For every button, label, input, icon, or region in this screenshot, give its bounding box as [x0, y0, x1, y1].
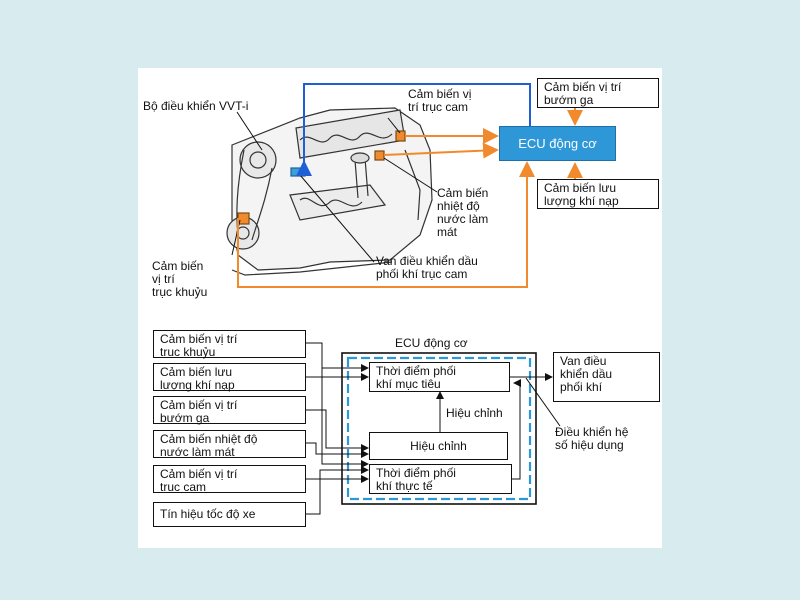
input-crank-box: Cảm biến vị trí trục khuỷu: [153, 330, 306, 359]
output-ocv-box: Van điều khiển dầu phối khí: [553, 352, 660, 402]
airflow-sensor-box: Cảm biến lưu lượng khí nạp: [537, 179, 659, 209]
throttle-sensor-box: Cảm biến vị trí bướm ga: [537, 78, 659, 108]
coolant-sensor-label: Cảm biến nhiệt độ nước làm mát: [437, 186, 489, 239]
ocv-label: Van điều khiển dầu phối khí trục cam: [376, 254, 478, 281]
input-throttle-box: Cảm biến vị trí bướm ga: [153, 396, 306, 425]
actual-timing-box: Thời điểm phối khí thực tế: [369, 464, 512, 494]
duty-control-label: Điều khiển hệ số hiệu dụng: [555, 425, 629, 452]
correction-box: Hiệu chỉnh: [369, 432, 508, 460]
input-coolant-box: Cảm biến nhiệt độ nước làm mát: [153, 430, 306, 459]
input-cam-box: Cảm biến vị trí trục cam: [153, 465, 306, 494]
ecu-bottom-title: ECU động cơ: [395, 336, 468, 350]
input-airflow-box: Cảm biến lưu lượng khí nạp: [153, 363, 306, 392]
input-vehicle-speed-box: Tín hiệu tốc độ xe: [153, 502, 306, 527]
crank-sensor-label: Cảm biến vị trí trục khuỷu: [152, 259, 208, 299]
correction-arrow-label: Hiệu chỉnh: [446, 406, 503, 420]
cam-sensor-label: Cảm biến vị trí trục cam: [408, 87, 472, 114]
target-timing-box: Thời điểm phối khí mục tiêu: [369, 362, 510, 392]
vvt-controller-label: Bộ điều khiển VVT-i: [143, 99, 249, 113]
ecu-top-box: ECU động cơ: [499, 126, 616, 161]
engine-illustration: [226, 107, 433, 276]
